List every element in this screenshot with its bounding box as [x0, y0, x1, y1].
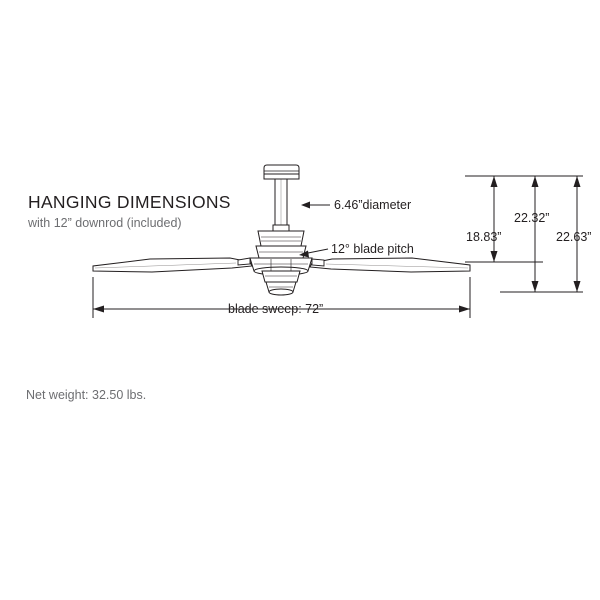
page-subtitle: with 12” downrod (included) — [28, 216, 182, 230]
label-height-middle: 22.32” — [514, 211, 550, 225]
dimension-blade-sweep — [92, 277, 471, 318]
blade-bracket-left — [237, 257, 251, 266]
label-height-outer: 22.63” — [556, 230, 592, 244]
blade-bracket-right — [311, 258, 325, 267]
dimension-blade-pitch — [299, 248, 329, 258]
page-title: HANGING DIMENSIONS — [28, 192, 231, 212]
label-net-weight: Net weight: 32.50 lbs. — [26, 388, 147, 402]
dimension-height-inner — [465, 175, 543, 263]
label-diameter: 6.46”diameter — [334, 198, 412, 212]
label-blade-sweep: blade sweep: 72” — [228, 302, 324, 316]
dimension-height-middle — [500, 175, 583, 293]
motor-housing — [249, 230, 313, 276]
blade-right — [309, 257, 471, 273]
blade-left — [92, 257, 253, 273]
dimension-height-outer — [541, 175, 583, 292]
hub-detail — [270, 259, 292, 271]
fan-illustration — [92, 164, 471, 296]
dimension-diameter — [301, 201, 330, 209]
label-height-inner: 18.83” — [466, 230, 502, 244]
bottom-cap — [261, 270, 301, 296]
canopy — [263, 164, 300, 180]
label-blade-pitch: 12° blade pitch — [331, 242, 414, 256]
downrod — [272, 178, 290, 232]
